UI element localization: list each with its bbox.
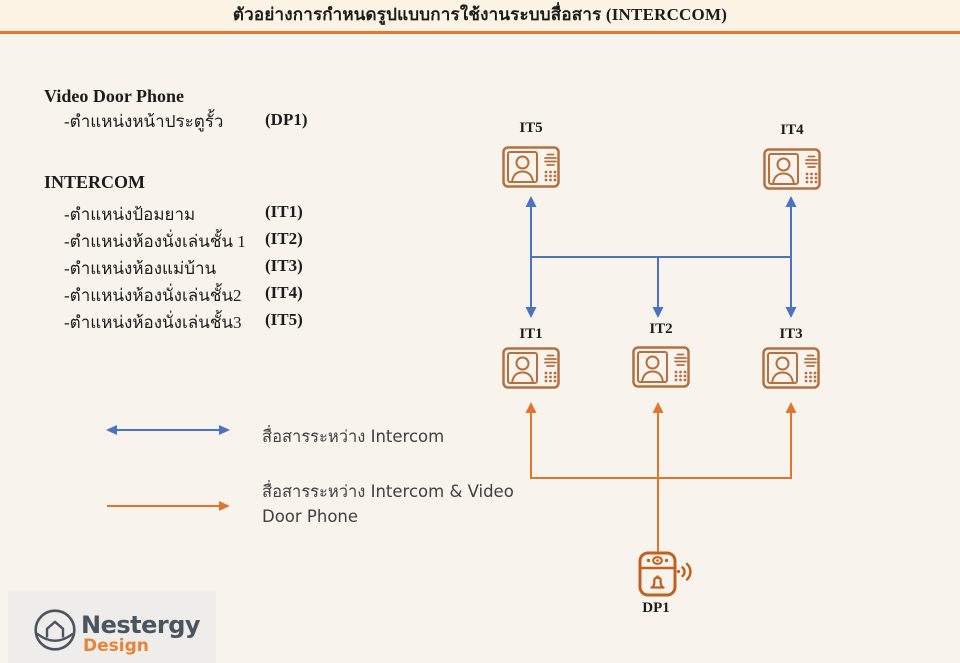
- node-label-it4: IT4: [780, 122, 804, 138]
- node-label-dp1: DP1: [642, 600, 670, 616]
- list-item: -ตำแหน่งป้อมยาม: [64, 205, 196, 224]
- list-item: -ตำแหน่งหน้าประตูรั้ว: [64, 112, 224, 131]
- section-heading-video-door-phone: Video Door Phone: [44, 86, 185, 106]
- intercom-icon: [762, 347, 820, 389]
- device-code: (IT3): [265, 256, 303, 275]
- page-title: ตัวอย่างการกำหนดรูปแบบการใช้งานระบบสื่อส…: [0, 0, 960, 31]
- node-label-it2: IT2: [649, 321, 673, 337]
- nestergy-logo-icon: [33, 608, 77, 652]
- legend-intercom-label: สื่อสารระหว่าง Intercom: [262, 427, 445, 446]
- intercom-icon: [502, 347, 560, 389]
- node-label-it3: IT3: [779, 326, 803, 342]
- legend-intercom-arrow: [104, 423, 232, 437]
- device-code: (DP1): [265, 110, 308, 129]
- device-code: (IT4): [265, 283, 303, 302]
- section-heading-intercom: INTERCOM: [44, 172, 146, 192]
- logo-name: Nestergy: [81, 611, 201, 639]
- list-item: -ตำแหน่งห้องนั่งเล่นชั้น3: [64, 313, 242, 332]
- logo-subtitle: Design: [83, 636, 149, 656]
- header-divider: [0, 31, 960, 34]
- legend-video-arrow: [104, 499, 232, 513]
- video-door-phone-icon: [638, 551, 696, 597]
- node-label-it1: IT1: [519, 326, 543, 342]
- legend-video-label-line1: สื่อสารระหว่าง Intercom & Video: [262, 482, 514, 501]
- intercom-icon: [502, 146, 560, 188]
- list-item: -ตำแหน่งห้องแม่บ้าน: [64, 259, 217, 278]
- device-code: (IT2): [265, 229, 303, 248]
- list-item: -ตำแหน่งห้องนั่งเล่นชั้น2: [64, 286, 242, 305]
- intercom-icon: [632, 346, 690, 388]
- legend-video-label-line2: Door Phone: [262, 507, 359, 526]
- logo-background: [8, 591, 216, 663]
- node-label-it5: IT5: [519, 120, 543, 136]
- intercom-link-lines: [500, 192, 820, 322]
- intercom-icon: [763, 148, 821, 190]
- device-code: (IT1): [265, 202, 303, 221]
- device-code: (IT5): [265, 310, 303, 329]
- list-item: -ตำแหน่งห้องนั่งเล่นชั้น 1: [64, 232, 246, 251]
- video-door-phone-link-lines: [500, 398, 820, 554]
